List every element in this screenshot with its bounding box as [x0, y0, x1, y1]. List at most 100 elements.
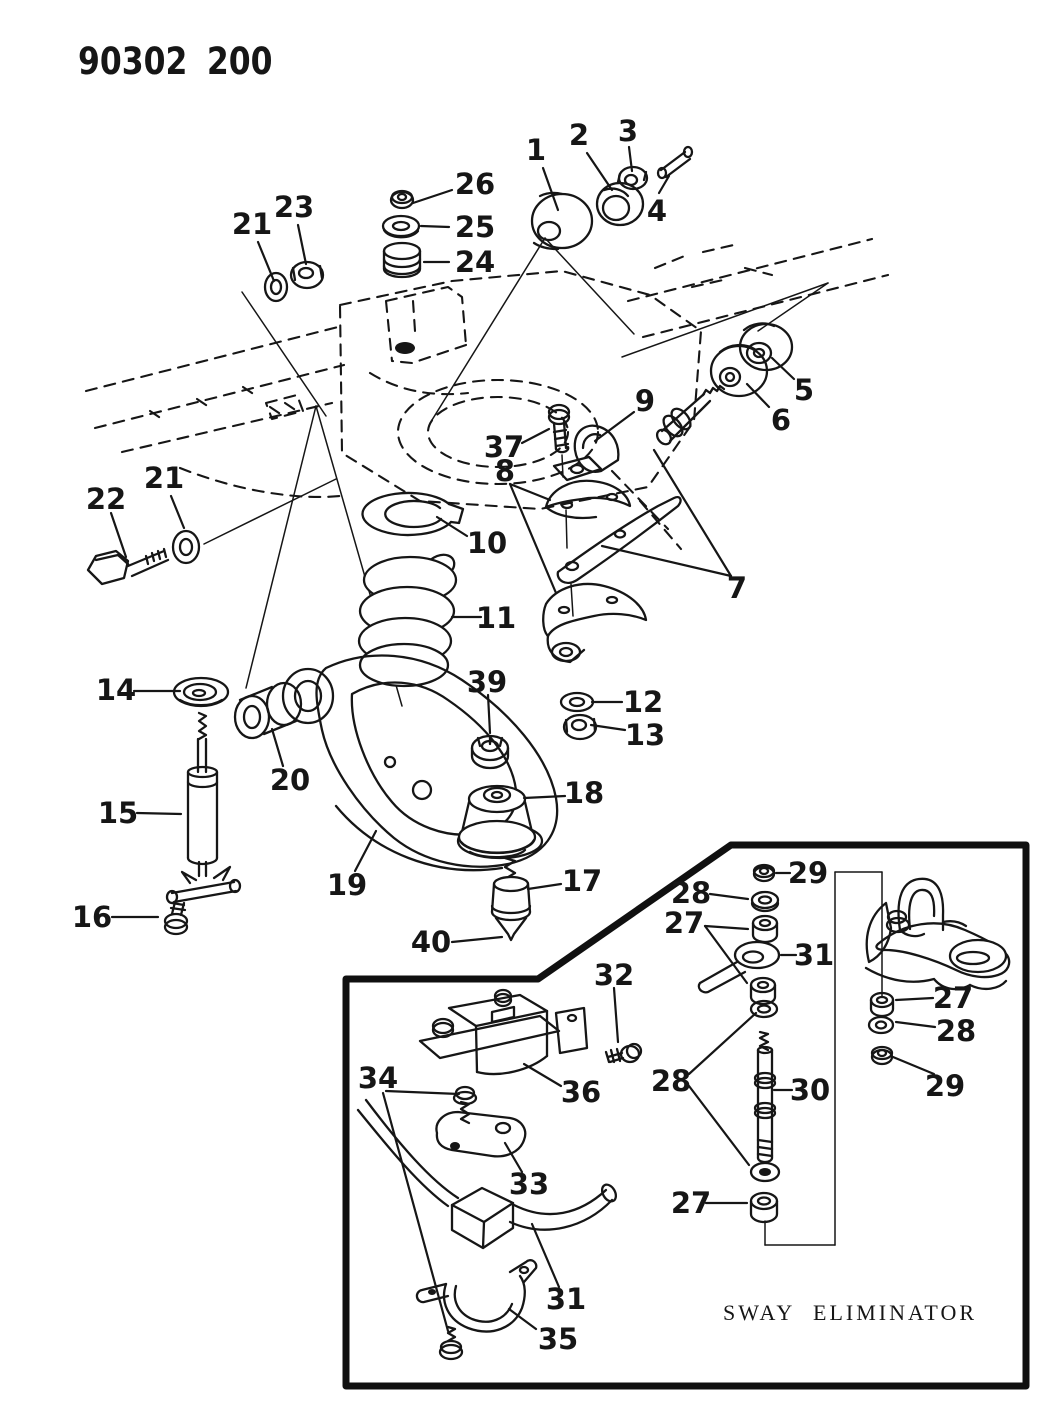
callout-27-34: 27 [933, 981, 973, 1015]
nut-12-figure [559, 691, 595, 713]
washer-28-bottom-figure [749, 1161, 781, 1183]
leader-line-18 [522, 794, 567, 800]
callout-10-9: 10 [467, 526, 507, 560]
callout-27-32: 27 [664, 906, 704, 940]
leader-line-40 [450, 935, 504, 944]
leader-line-9 [593, 410, 636, 443]
nut-13-figure [562, 713, 598, 741]
assembly-guide-line-6 [621, 282, 829, 358]
leader-line-7 [600, 544, 733, 578]
screw-34-upper-figure [452, 1085, 478, 1125]
callout-7-6: 7 [727, 571, 747, 605]
bump-stop-9-figure [552, 424, 620, 482]
pin-4-figure [656, 145, 694, 180]
grommet-27-mid-figure [749, 976, 777, 1006]
callout-11-10: 11 [476, 601, 516, 635]
callout-12-11: 12 [623, 685, 663, 719]
leader-line-25 [419, 224, 451, 229]
callout-21-22: 21 [144, 461, 184, 495]
sway-bar-31-figure [356, 1098, 618, 1250]
inset-caption: SWAY ELIMINATOR [723, 1300, 977, 1325]
callout-28-31: 28 [671, 876, 711, 910]
leader-line-28 [687, 1084, 751, 1167]
leader-line-1 [541, 166, 560, 212]
shock-absorber-15-figure [165, 711, 242, 905]
callout-35-45: 35 [538, 1322, 578, 1356]
sway-bracket-36-figure [418, 988, 589, 1076]
screw-34-lower-figure [438, 1325, 464, 1361]
inset-box-border [342, 841, 1030, 1390]
leader-line-19 [353, 829, 378, 873]
leader-line-28 [708, 892, 750, 901]
strut-rod-figure [655, 384, 726, 446]
leader-line-28 [894, 1020, 937, 1029]
callout-16-15: 16 [72, 900, 112, 934]
bushing-1-figure [530, 191, 594, 251]
callout-22-23: 22 [86, 482, 126, 516]
callout-34-42: 34 [358, 1061, 398, 1095]
callout-40-29: 40 [411, 925, 451, 959]
callout-28-35: 28 [936, 1014, 976, 1048]
leader-line-8 [508, 482, 552, 502]
callout-28-37: 28 [651, 1064, 691, 1098]
bushing-6-figure [709, 343, 769, 398]
leader-line-7 [652, 448, 733, 578]
link-bolt-30-figure [753, 1030, 777, 1164]
strut-bracket-lower-8-figure [542, 582, 648, 664]
screw-32-figure [604, 1042, 643, 1064]
callout-21-20: 21 [232, 207, 272, 241]
coil-spring-11-figure [357, 553, 458, 688]
leader-line-3 [627, 145, 634, 173]
leader-line-39 [486, 693, 492, 735]
grommet-27-bottom-figure [749, 1191, 779, 1224]
assembly-guide-line-0 [431, 237, 546, 421]
callout-32-40: 32 [594, 958, 634, 992]
leader-line-15 [135, 811, 183, 816]
bolt-22-figure [86, 547, 170, 586]
washer-14-figure [172, 676, 230, 708]
bushing-assembly-18-figure [457, 784, 537, 859]
assembled-clamp-view-figure [864, 877, 1011, 991]
washer-25-figure [381, 214, 421, 239]
callout-19-18: 19 [327, 868, 367, 902]
callout-36-41: 36 [561, 1075, 601, 1109]
assembly-guide-line-2 [241, 291, 327, 417]
callout-9-8: 9 [635, 384, 655, 418]
leader-line-21 [169, 494, 186, 530]
callout-26-26: 26 [455, 167, 495, 201]
leader-line-23 [296, 223, 308, 266]
callout-8-7: 8 [495, 454, 515, 488]
leader-line-17 [526, 882, 563, 891]
ball-joint-17-figure [490, 856, 532, 942]
assembly-guide-line-8 [561, 454, 564, 478]
callout-25-25: 25 [455, 210, 495, 244]
plate-33-figure [435, 1110, 527, 1158]
callout-33-43: 33 [509, 1167, 549, 1201]
callout-6-5: 6 [771, 403, 791, 437]
washer-28-mid-figure [749, 999, 779, 1019]
leader-line-22 [109, 511, 128, 559]
leader-line-36 [522, 1062, 563, 1088]
nut-3-figure [616, 165, 649, 191]
callout-27-39: 27 [671, 1186, 711, 1220]
washer-28-top-figure [750, 890, 780, 913]
leader-line-37 [520, 427, 551, 445]
leader-line-33 [503, 1141, 524, 1174]
callout-31-44: 31 [546, 1282, 586, 1316]
leader-line-10 [435, 515, 469, 538]
callout-14-13: 14 [96, 673, 136, 707]
bushing-24-figure [382, 241, 422, 279]
assembly-guide-line-7 [757, 282, 829, 332]
callout-29-36: 29 [925, 1069, 965, 1103]
callout-17-16: 17 [562, 864, 602, 898]
callout-5-4: 5 [794, 373, 814, 407]
nut-29-right-figure [870, 1045, 894, 1066]
leader-line-27 [703, 924, 749, 985]
leader-line-13 [589, 723, 627, 732]
bolt-16-figure [163, 900, 189, 936]
assembly-guide-line-4 [245, 405, 317, 689]
callout-31-33: 31 [794, 938, 834, 972]
